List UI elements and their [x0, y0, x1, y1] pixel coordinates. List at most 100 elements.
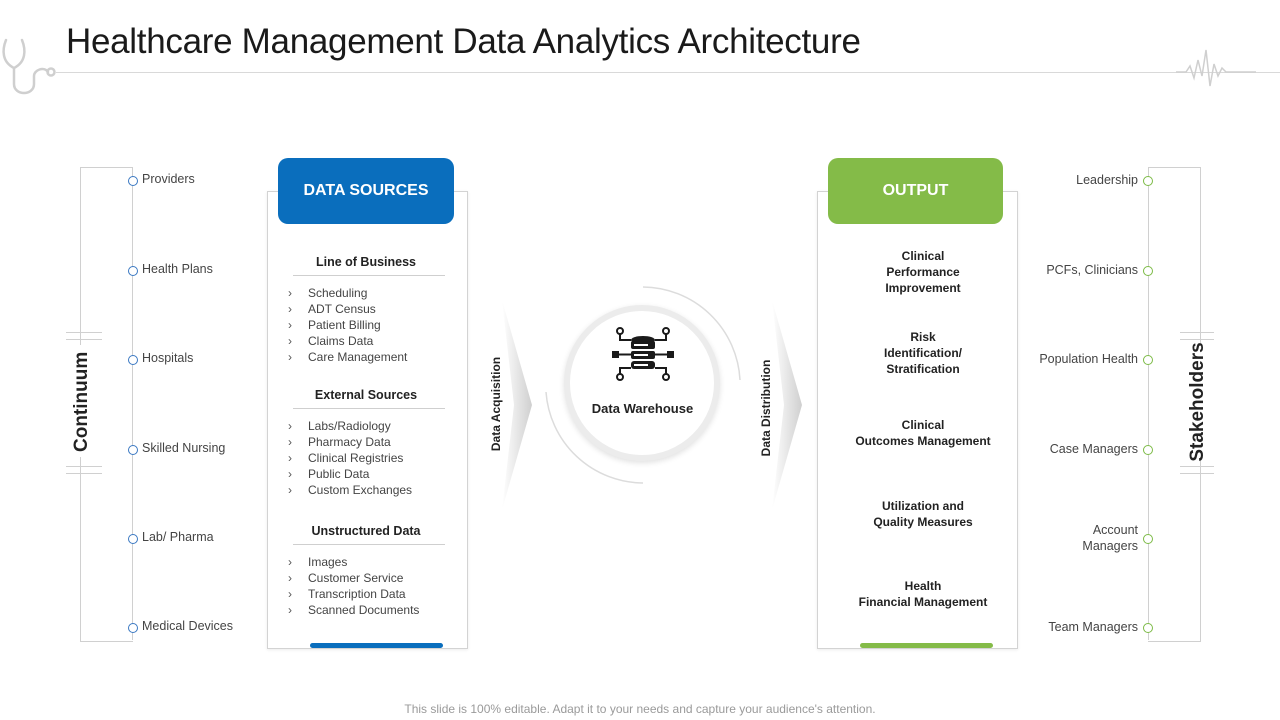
- continuum-label: Continuum: [71, 351, 92, 452]
- stakeholders-label-mask: [1184, 343, 1214, 461]
- source-list-item: ›Scanned Documents: [288, 602, 419, 618]
- chevron-right-icon: ›: [288, 318, 292, 332]
- source-list-item-label: Labs/Radiology: [308, 419, 391, 433]
- footer-note: This slide is 100% editable. Adapt it to…: [404, 702, 876, 716]
- chevron-right-icon: ›: [288, 571, 292, 585]
- continuum-item: Lab/ Pharma: [142, 530, 214, 544]
- source-section-title: Line of Business: [315, 255, 417, 269]
- data-acquisition-label: Data Acquisition: [489, 356, 503, 452]
- page-title: Healthcare Management Data Analytics Arc…: [66, 22, 861, 61]
- data-sources-header: DATA SOURCES: [278, 158, 454, 224]
- source-list-item-label: Scheduling: [308, 286, 368, 300]
- chevron-right-icon: ›: [288, 334, 292, 348]
- chevron-right-icon: ›: [288, 483, 292, 497]
- continuum-node: [128, 623, 138, 633]
- source-section-list: › Images › Customer Service › Transcription D…: [288, 554, 419, 618]
- chevron-right-icon: ›: [288, 286, 292, 300]
- database-network-icon: [612, 327, 674, 381]
- stakeholders-line: [1148, 167, 1149, 640]
- source-section-list: › Scheduling › ADT Census › Patient Billing › C…: [288, 285, 407, 365]
- stakeholder-item: Account Managers: [1082, 523, 1138, 553]
- stakeholder-item: Population Health: [1039, 352, 1138, 366]
- stakeholder-item: Case Managers: [1049, 442, 1138, 456]
- source-list-item-label: Customer Service: [308, 571, 404, 585]
- source-list-item-label: Claims Data: [308, 334, 374, 348]
- source-list-item: › Claims Data: [288, 333, 407, 349]
- source-list-item-label: Images: [308, 555, 348, 569]
- source-section-title: Unstructured Data: [311, 524, 421, 538]
- continuum-item: Skilled Nursing: [142, 441, 226, 455]
- stethoscope-icon: [2, 38, 56, 95]
- continuum-node: [128, 534, 138, 544]
- data-sources-bar: [310, 643, 443, 648]
- chevron-right-icon: ›: [288, 302, 292, 316]
- source-section-divider: [293, 408, 445, 409]
- continuum-label-mask: [70, 345, 98, 457]
- header-divider: [56, 72, 1280, 73]
- source-list-item: › Scheduling: [288, 285, 407, 301]
- output-item: Utilization and Quality Measures: [873, 499, 973, 529]
- source-list-item: › Transcription Data: [288, 586, 419, 602]
- continuum-tick-bottom: [66, 466, 102, 474]
- distribution-arrow: [772, 300, 802, 510]
- stakeholder-node: [1143, 445, 1153, 455]
- continuum-node: [128, 355, 138, 365]
- chevron-right-icon: ›: [288, 555, 292, 569]
- continuum-tick-top: [66, 332, 102, 340]
- source-list-item: › Labs/Radiology: [288, 418, 412, 434]
- stakeholder-item: PCFs, Clinicians: [1046, 263, 1138, 277]
- source-list-item: ›Pharmacy Data: [288, 434, 412, 450]
- source-list-item: › Public Data: [288, 466, 412, 482]
- stakeholder-item: Team Managers: [1048, 620, 1138, 634]
- data-warehouse-label: Data Warehouse: [591, 401, 694, 416]
- data-distribution-label: Data Distribution: [759, 359, 773, 457]
- source-section-divider: [293, 275, 445, 276]
- chevron-right-icon: ›: [288, 350, 292, 364]
- continuum-item: Medical Devices: [142, 619, 234, 633]
- source-section-list: › Labs/Radiology›Pharmacy Data›Clinical R…: [288, 418, 412, 498]
- continuum-node: [128, 445, 138, 455]
- chevron-right-icon: ›: [288, 435, 292, 449]
- continuum-item: Providers: [142, 172, 195, 186]
- chevron-right-icon: ›: [288, 451, 292, 465]
- warehouse-ring: [545, 286, 741, 484]
- source-list-item: ›Clinical Registries: [288, 450, 412, 466]
- source-list-item-label: Scanned Documents: [308, 603, 420, 617]
- source-list-item-label: Transcription Data: [308, 587, 406, 601]
- warehouse-circle: [564, 305, 720, 461]
- continuum-line: [132, 167, 133, 640]
- continuum-node: [128, 266, 138, 276]
- output-item: Risk Identification/ Stratification: [884, 330, 962, 376]
- source-list-item: › ADT Census: [288, 301, 407, 317]
- stakeholder-node: [1143, 623, 1153, 633]
- source-list-item-label: Custom Exchanges: [308, 483, 413, 497]
- output-item: Health Financial Management: [858, 579, 988, 609]
- stakeholder-node: [1143, 534, 1153, 544]
- source-list-item: › Images: [288, 554, 419, 570]
- source-list-item-label: Patient Billing: [308, 318, 381, 332]
- stakeholder-item: Leadership: [1076, 173, 1138, 187]
- stakeholders-label: Stakeholders: [1187, 342, 1208, 462]
- heartbeat-icon: [1176, 49, 1256, 87]
- source-list-item: › Custom Exchanges: [288, 482, 412, 498]
- chevron-right-icon: ›: [288, 419, 292, 433]
- source-list-item-label: ADT Census: [308, 302, 376, 316]
- continuum-node: [128, 176, 138, 186]
- source-section-title: External Sources: [314, 388, 418, 402]
- source-list-item-label: Care Management: [308, 350, 408, 364]
- acquisition-arrow: [502, 300, 532, 510]
- output-panel: [817, 191, 1018, 649]
- continuum-item: Hospitals: [142, 351, 194, 365]
- chevron-right-icon: ›: [288, 467, 292, 481]
- source-list-item-label: Public Data: [308, 467, 370, 481]
- source-list-item: › Customer Service: [288, 570, 419, 586]
- stakeholder-node: [1143, 176, 1153, 186]
- chevron-right-icon: ›: [288, 587, 292, 601]
- source-section-divider: [293, 544, 445, 545]
- stakeholder-node: [1143, 355, 1153, 365]
- output-header: OUTPUT: [828, 158, 1003, 224]
- stakeholders-tick-bottom: [1180, 466, 1214, 474]
- stakeholder-node: [1143, 266, 1153, 276]
- continuum-item: Health Plans: [142, 262, 213, 276]
- output-bar: [860, 643, 993, 648]
